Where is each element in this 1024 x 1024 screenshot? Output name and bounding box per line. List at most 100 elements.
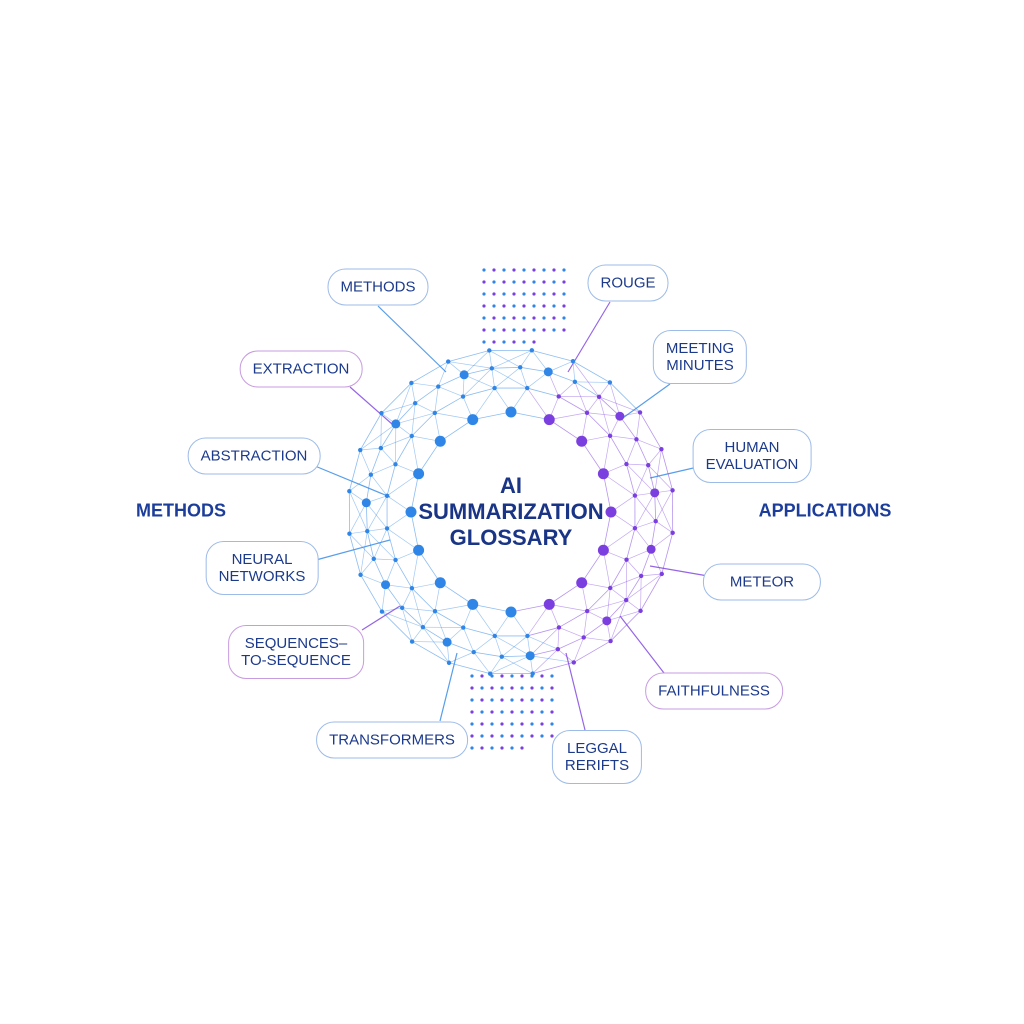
network-node <box>608 638 613 644</box>
network-edge <box>634 492 656 529</box>
data-stream-dot <box>532 304 536 308</box>
network-node <box>576 435 588 447</box>
network-edge <box>586 412 611 437</box>
term-meeting-minutes[interactable]: MEETING MINUTES <box>652 330 748 384</box>
network-edge <box>598 396 621 417</box>
network-node <box>525 651 535 661</box>
data-stream-dot <box>480 746 484 750</box>
data-stream-dot <box>562 280 566 284</box>
network-node <box>384 526 390 531</box>
network-edge <box>385 584 403 609</box>
data-stream-dot <box>520 710 524 714</box>
network-node <box>638 573 644 579</box>
network-edge <box>411 550 419 589</box>
network-node <box>584 410 590 415</box>
network-edge <box>519 350 533 368</box>
data-stream-dot <box>490 746 494 750</box>
data-stream-dot <box>492 292 496 296</box>
data-stream-dot <box>492 280 496 284</box>
data-stream-dot <box>482 268 486 272</box>
network-edge <box>598 396 611 436</box>
network-node <box>467 414 479 426</box>
data-stream-dot <box>492 304 496 308</box>
data-stream-dot <box>522 340 526 344</box>
network-node <box>371 556 376 562</box>
term-faithfulness[interactable]: FAITHFULNESS <box>645 672 783 710</box>
network-node <box>413 468 425 480</box>
network-edge <box>529 627 560 656</box>
term-transformers[interactable]: TRANSFORMERS <box>316 721 468 759</box>
network-node <box>358 447 363 453</box>
network-node <box>492 385 497 391</box>
term-legal-briefs[interactable]: LEGGAL RERIFTS <box>551 730 643 784</box>
network-edge <box>532 662 574 674</box>
network-node <box>436 384 441 389</box>
data-stream-dot <box>530 686 534 690</box>
network-node <box>518 365 523 370</box>
network-node <box>381 580 391 590</box>
data-stream-dot <box>490 686 494 690</box>
data-stream-dot <box>490 734 494 738</box>
network-node <box>572 379 578 385</box>
data-stream-dot <box>552 304 556 308</box>
network-node <box>584 608 590 614</box>
term-meteor[interactable]: METEOR <box>702 563 822 601</box>
term-methods[interactable]: METHODS <box>327 268 429 306</box>
network-edge <box>373 558 396 561</box>
data-stream-dot <box>552 292 556 296</box>
data-stream-dot <box>550 698 554 702</box>
data-stream-dot <box>482 316 486 320</box>
data-stream-dot <box>500 710 504 714</box>
data-stream-dot <box>550 686 554 690</box>
network-node <box>505 606 517 618</box>
term-human-evaluation[interactable]: HUMAN EVALUATION <box>692 429 812 483</box>
term-sequence-to-sequence[interactable]: SEQUENCES– TO-SEQUENCE <box>228 625 364 679</box>
network-node <box>597 544 609 556</box>
network-edge <box>598 396 641 413</box>
network-edge <box>380 447 396 465</box>
network-edge <box>531 350 549 373</box>
network-node <box>460 394 466 399</box>
network-node <box>596 394 602 400</box>
data-stream-dot <box>500 746 504 750</box>
network-edge <box>491 368 495 389</box>
network-edge <box>606 610 641 622</box>
network-edge <box>641 573 662 577</box>
network-edge <box>473 651 502 658</box>
network-node <box>632 526 638 531</box>
network-edge <box>583 637 611 642</box>
network-edge <box>381 402 416 414</box>
network-edge <box>573 640 611 663</box>
network-edge <box>655 490 673 522</box>
term-extraction[interactable]: EXTRACTION <box>239 350 363 388</box>
data-stream-dot <box>542 268 546 272</box>
network-edge <box>587 599 627 612</box>
methods-side-label: METHODS <box>136 500 226 521</box>
network-edge <box>634 465 649 496</box>
term-abstraction[interactable]: ABSTRACTION <box>187 437 321 475</box>
network-edge <box>520 366 549 373</box>
network-edge <box>574 381 610 383</box>
network-edge <box>422 626 448 643</box>
network-edge <box>531 349 574 362</box>
network-edge <box>473 651 491 674</box>
data-stream-dot <box>512 328 516 332</box>
network-edge <box>349 533 361 575</box>
network-node <box>670 488 675 493</box>
term-neural-networks[interactable]: NEURAL NETWORKS <box>205 541 319 595</box>
network-edge <box>359 412 382 451</box>
network-edge <box>519 367 528 389</box>
network-node <box>659 571 664 577</box>
network-edge <box>401 607 413 642</box>
term-rouge[interactable]: ROUGE <box>587 264 669 302</box>
network-edge <box>609 435 627 465</box>
network-node <box>487 348 492 353</box>
network-edge <box>380 413 382 449</box>
network-edge <box>501 656 533 674</box>
network-edge <box>640 573 663 612</box>
data-stream-dot <box>500 686 504 690</box>
network-edge <box>626 528 636 560</box>
network-node <box>543 414 555 426</box>
applications-side-label: APPLICATIONS <box>758 500 892 521</box>
